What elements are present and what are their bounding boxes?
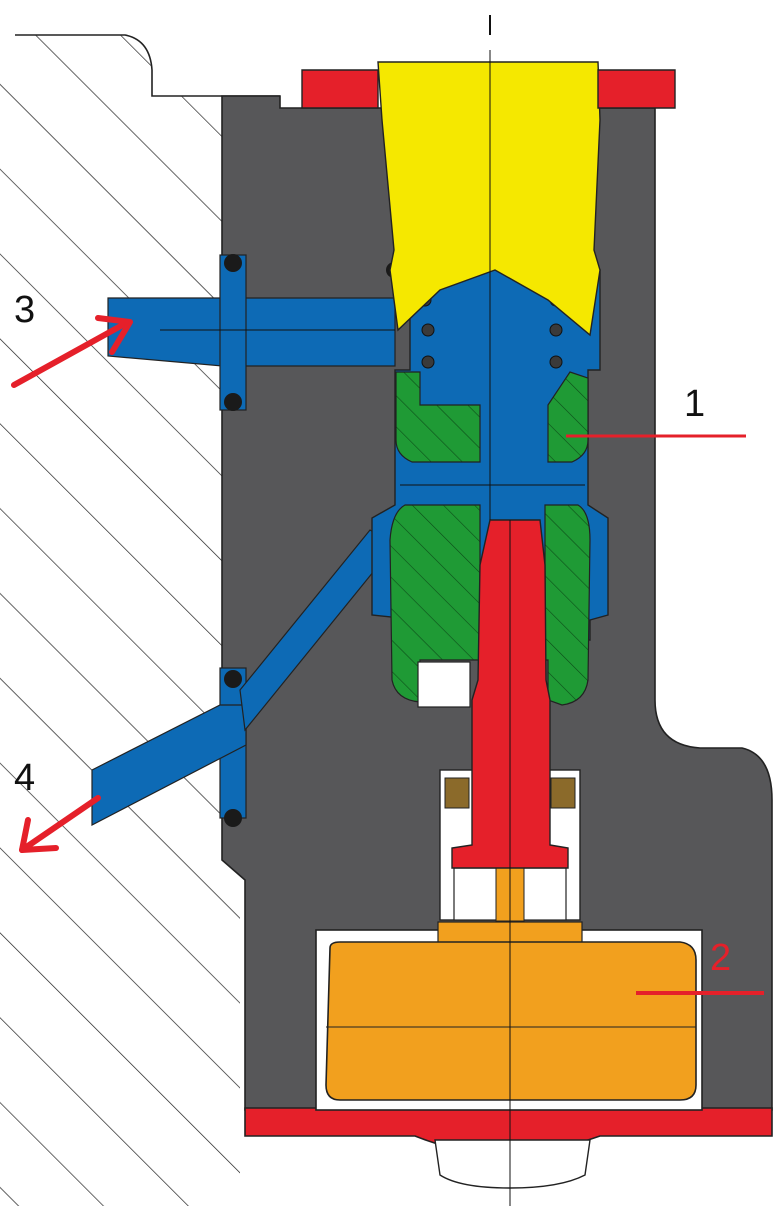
sleeve [389, 371, 591, 708]
bottom-flange [244, 1107, 773, 1189]
callout-label-2: 2 [710, 937, 731, 979]
actuator [325, 921, 697, 1101]
top-flange [301, 69, 676, 109]
callout-label-4: 4 [14, 757, 35, 799]
callout-label-1: 1 [684, 383, 705, 425]
piston [377, 61, 601, 337]
centerline [160, 15, 585, 1206]
callout-label-3: 3 [14, 289, 35, 331]
outlet-arrow [19, 795, 101, 853]
inlet-arrow [11, 315, 133, 388]
